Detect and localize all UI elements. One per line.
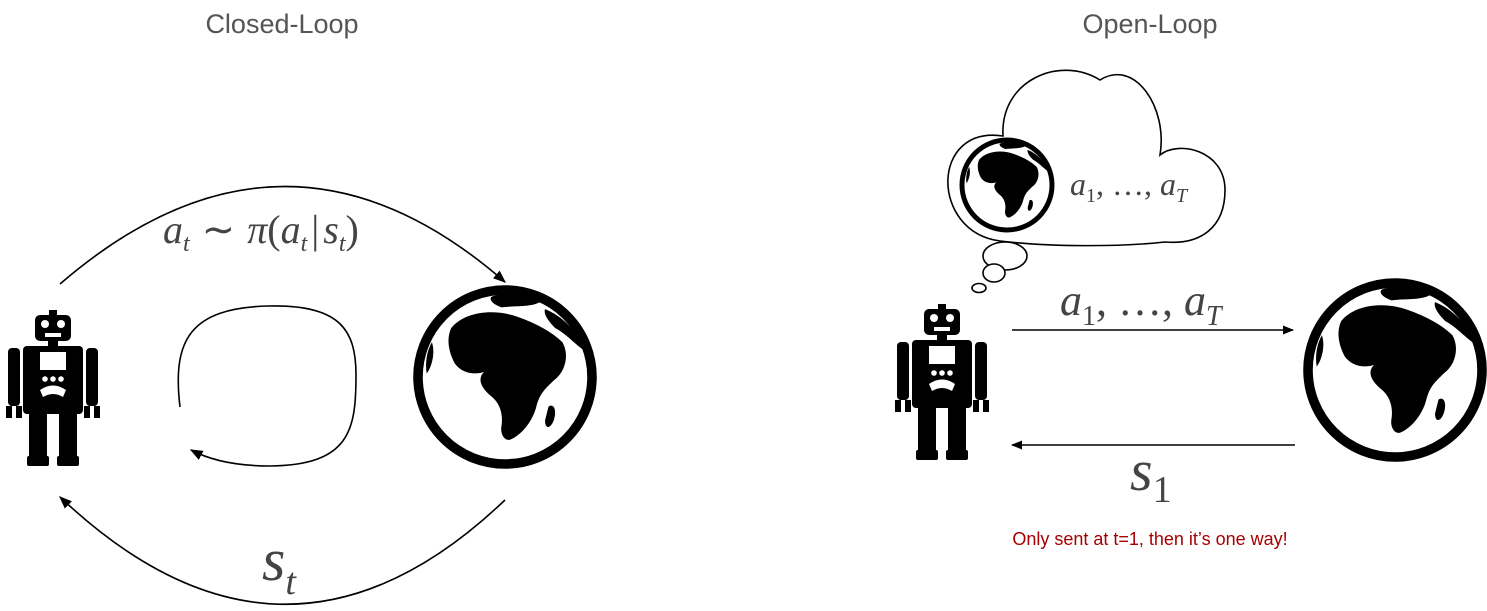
globe-icon — [1308, 283, 1482, 457]
open-loop-title: Open-Loop — [1082, 9, 1217, 39]
robot-icon — [895, 304, 989, 460]
open-state-label: s1 — [1130, 438, 1172, 511]
state-arrow — [59, 496, 506, 606]
open-action-label: a1, …, aT — [1060, 276, 1224, 332]
thought-globe-icon — [962, 140, 1052, 230]
closed-action-label: at∼π(at|st) — [163, 207, 359, 257]
thought-bubble-medium — [982, 263, 1006, 283]
robot-icon — [6, 310, 100, 466]
closed-state-label: st — [262, 527, 297, 603]
loop-arrow-icon — [177, 305, 357, 467]
globe-icon — [418, 290, 592, 464]
thought-bubble-small — [971, 282, 987, 294]
thought-actions-label: a1, …, aT — [1070, 166, 1189, 207]
action-arrow — [59, 185, 506, 285]
closed-loop-title: Closed-Loop — [205, 9, 358, 39]
open-loop-note: Only sent at t=1, then it’s one way! — [1012, 529, 1287, 549]
